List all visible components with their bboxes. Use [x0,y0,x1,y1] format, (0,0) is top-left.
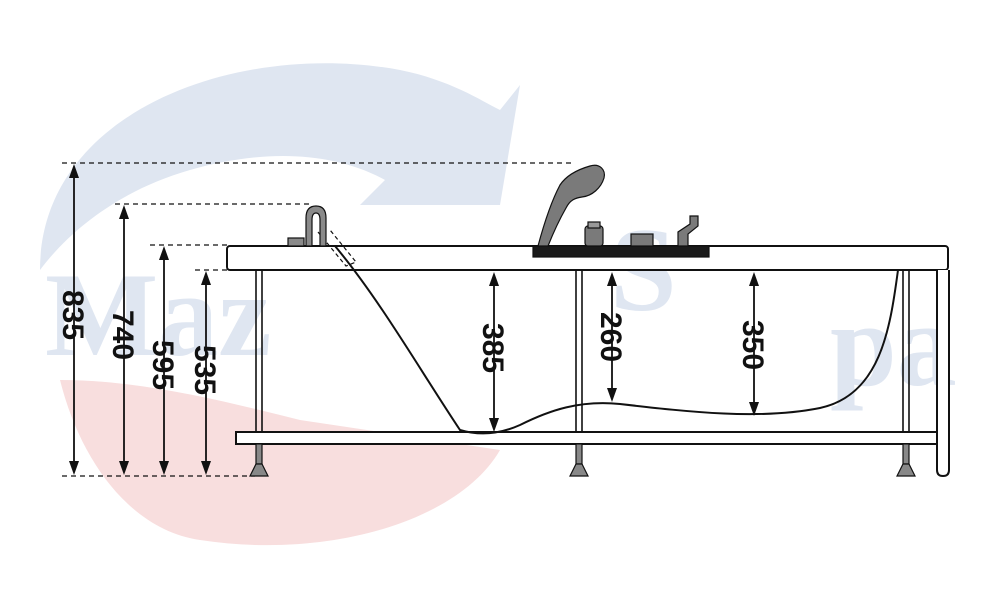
mixer-knob [584,225,604,247]
arrowhead [607,388,617,402]
leg-right [902,443,910,465]
dimension-labels: 835 740 595 535 385 260 350 [56,290,769,395]
dimension-reference-lines [62,162,575,477]
label-260: 260 [594,312,627,362]
arrowhead [69,164,79,178]
watermark-red-arc [60,380,500,546]
spout-base [630,233,654,247]
arrowhead [201,271,211,285]
label-385: 385 [476,323,509,373]
small-valve-left [287,237,305,247]
leg-left [255,443,263,465]
arrowhead [607,272,617,286]
handle-recess [317,229,357,267]
bathtub [226,229,950,478]
arrowhead [119,461,129,475]
arrowhead [159,246,169,260]
arrowhead [749,402,759,416]
arrowhead [489,418,499,432]
leg-left-foot [249,463,269,477]
faucet-deck-plate [532,245,710,258]
watermark-blue-arc [40,63,520,270]
grab-handle [305,205,327,247]
leg-center-foot [569,463,589,477]
arrowhead [489,272,499,286]
dimension-arrows [69,164,759,475]
label-350: 350 [736,320,769,370]
fixtures [287,164,710,258]
arrowhead [749,272,759,286]
label-835: 835 [56,290,89,340]
label-595: 595 [146,340,179,390]
arrowhead [159,461,169,475]
leg-center [575,443,583,465]
tub-base-frame [235,431,939,445]
tub-legs [249,443,916,477]
right-valve [677,215,699,247]
tub-side-panel [936,270,950,478]
label-740: 740 [106,310,139,360]
leg-right-foot [896,463,916,477]
arrowhead [119,205,129,219]
hand-shower [537,164,605,247]
arrowhead [69,461,79,475]
label-535: 535 [188,345,221,395]
watermark: Maz S pa [40,63,957,546]
mixer-cap [587,221,601,229]
arrowhead [201,461,211,475]
tub-interior-profile [334,245,899,435]
